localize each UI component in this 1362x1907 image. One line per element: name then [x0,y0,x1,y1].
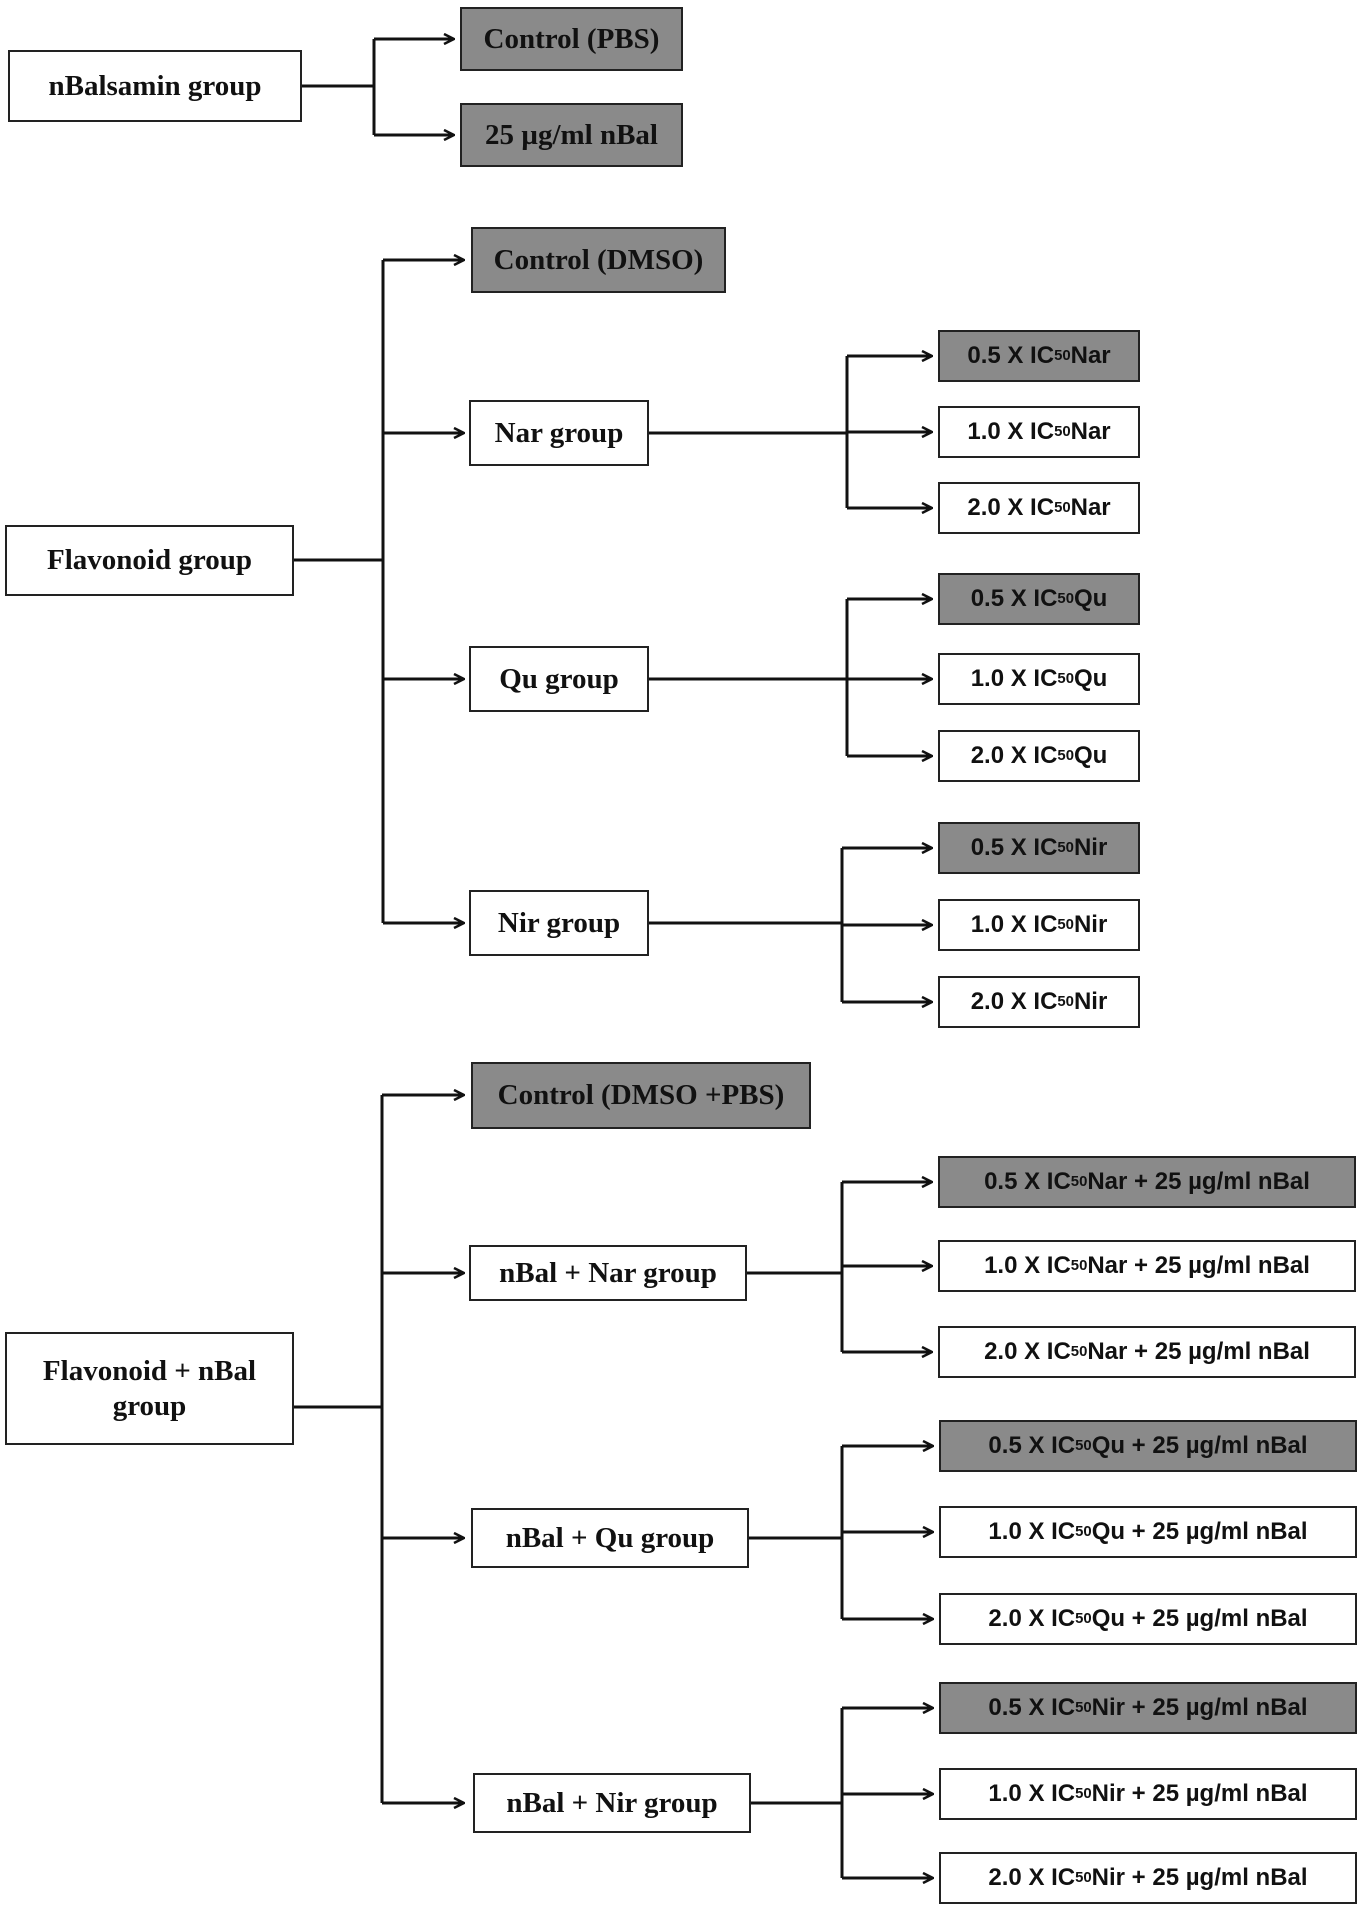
control-dmso-box: Control (DMSO) [471,227,726,293]
nbal-qu-group-box: nBal + Qu group [471,1508,749,1568]
control-dmso-pbs-box: Control (DMSO +PBS) [471,1062,811,1129]
qu-group-box: Qu group [469,646,649,712]
nbal-nir-group-box: nBal + Nir group [473,1773,751,1833]
flavonoid-group-box: Flavonoid group [5,525,294,596]
flavonoid-nbal-group-box: Flavonoid + nBal group [5,1332,294,1445]
nbalsamin-group-box: nBalsamin group [8,50,302,122]
nbal-nar-group-box: nBal + Nar group [469,1245,747,1301]
nbal-25-box: 25 µg/ml nBal [460,103,683,167]
nir-group-box: Nir group [469,890,649,956]
control-pbs-box: Control (PBS) [460,7,683,71]
nar-group-box: Nar group [469,400,649,466]
